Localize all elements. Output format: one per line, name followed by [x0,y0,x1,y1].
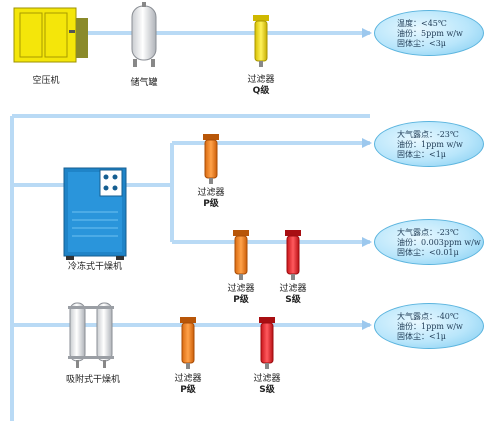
adsorption-dryer-label: 吸附式干燥机 [65,375,121,385]
spec-line: 油份：1ppm w/w [397,140,463,149]
spec-line: 固体尘：<0.01μ [397,248,459,257]
tank-label: 储气罐 [130,78,158,88]
spec-line: 固体尘：<1μ [397,150,446,159]
output-spec-bubble-2: 大气露点：-23℃ 油份：1ppm w/w 固体尘：<1μ [374,121,484,167]
tank-graphic [131,2,157,67]
fridge-dryer-graphic [63,167,127,260]
spec-line: 固体尘：<3μ [397,39,446,48]
filter-s2-graphic [259,317,275,369]
spec-line: 固体尘：<1μ [397,332,446,341]
spec-line: 温度：<45℃ [397,19,447,28]
filter-p3-graphic [180,317,196,369]
spec-line: 油份：0.003ppm w/w [397,238,481,247]
filter-q-graphic [253,15,269,67]
filter-p1-graphic [203,134,219,184]
filter-s1-graphic [285,230,301,280]
spec-line: 油份：1ppm w/w [397,322,463,331]
spec-line: 大气露点：-23℃ [397,228,459,237]
filter-p2-graphic [233,230,249,280]
output-spec-bubble-4: 大气露点：-40℃ 油份：1ppm w/w 固体尘：<1μ [374,303,484,349]
spec-line: 大气露点：-40℃ [397,312,459,321]
output-spec-bubble-3: 大气露点：-23℃ 油份：0.003ppm w/w 固体尘：<0.01μ [374,219,484,265]
output-spec-bubble-1: 温度：<45℃ 油份：5ppm w/w 固体尘：<3μ [374,10,484,56]
compressor-label: 空压机 [32,76,60,86]
adsorption-dryer-graphic [68,302,114,368]
spec-line: 油份：5ppm w/w [397,29,463,38]
compressor-graphic [13,7,88,63]
spec-line: 大气露点：-23℃ [397,130,459,139]
fridge-dryer-label: 冷冻式干燥机 [67,262,123,272]
